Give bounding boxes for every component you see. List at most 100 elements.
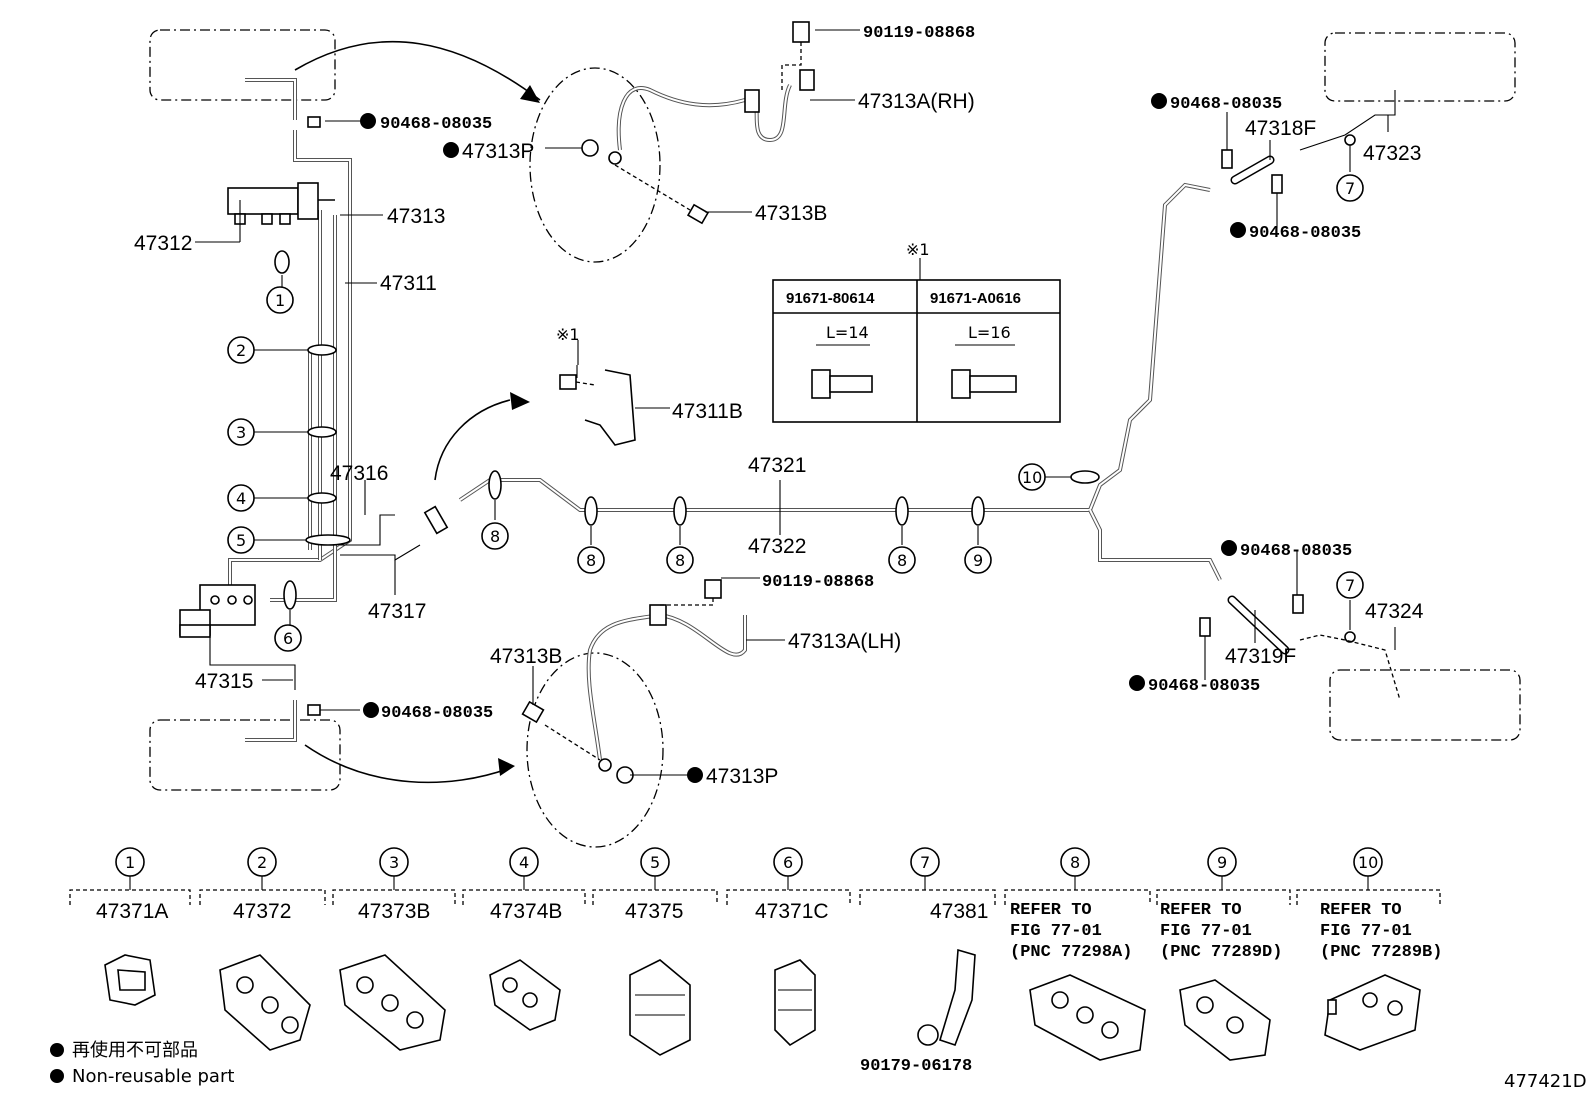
clamp-catalog: 1 2 3 4 5 6 7 8 9 10 47371A 47372 47373B… xyxy=(69,847,1442,1076)
catalog-num-4: 4 xyxy=(519,853,529,872)
label-47315: 47315 xyxy=(195,670,253,693)
catalog-num-8: 8 xyxy=(1070,853,1080,872)
catalog-pn-47374b: 47374B xyxy=(490,900,562,923)
arrow-to-rh-caliper xyxy=(294,40,541,101)
clamp-47372-icon xyxy=(219,954,311,1051)
label-90119-top: 90119-08868 xyxy=(863,24,975,43)
flex-hose-rh-line xyxy=(616,86,746,151)
label-47313b-bot: 47313B xyxy=(490,645,562,668)
catalog-num-2: 2 xyxy=(257,853,267,872)
svg-text:5: 5 xyxy=(236,531,246,550)
ref-mark-table: ※1 xyxy=(906,240,930,259)
flex-hose-lh-line xyxy=(586,612,747,761)
bleeder-bolt-lh xyxy=(704,579,722,599)
clamp-47371c-icon xyxy=(774,959,816,1047)
clamp-47381-icon xyxy=(917,948,976,1047)
catalog-pn-47381: 47381 xyxy=(930,900,988,923)
label-90468-mr2: 90468-08035 xyxy=(1148,677,1260,696)
table-col1-length: L=14 xyxy=(826,323,869,342)
table-col2-length: L=16 xyxy=(968,323,1011,342)
catalog-ref-10-l3: (PNC 77289B) xyxy=(1320,943,1442,962)
label-90468-tr1: 90468-08035 xyxy=(1170,95,1282,114)
label-47318f: 47318F xyxy=(1245,117,1316,140)
svg-text:10: 10 xyxy=(1022,468,1042,487)
figure-id: 477421D xyxy=(1504,1071,1587,1092)
bleeder-bolt-rh xyxy=(792,21,810,43)
svg-text:6: 6 xyxy=(283,629,293,648)
clamp-8c-marker xyxy=(673,496,687,526)
svg-text:1: 1 xyxy=(275,291,285,310)
clamp-4-marker xyxy=(307,492,337,504)
catalog-pn-47372: 47372 xyxy=(233,900,291,923)
svg-text:9: 9 xyxy=(973,551,983,570)
clamp-8a-marker xyxy=(488,470,502,500)
three-way-union xyxy=(423,505,449,535)
non-reusable-dot xyxy=(363,702,379,718)
catalog-pn-90179: 90179-06178 xyxy=(860,1057,972,1076)
clamp-77298a-icon xyxy=(1029,974,1146,1061)
svg-text:7: 7 xyxy=(1345,576,1355,595)
catalog-ref-9-l1: REFER TO xyxy=(1160,901,1242,920)
clamp-47374b-icon xyxy=(489,959,561,1031)
non-reusable-dot xyxy=(1151,93,1167,109)
label-90468-tl: 90468-08035 xyxy=(380,115,492,134)
clamp-77289b-icon xyxy=(1324,974,1421,1051)
ref-mark-bracket: ※1 xyxy=(556,325,580,344)
arrowhead-bracket xyxy=(510,392,530,410)
clamp-2-marker xyxy=(307,344,337,356)
table-col2-pn: 91671-A0616 xyxy=(930,290,1021,307)
label-90468-bl: 90468-08035 xyxy=(381,704,493,723)
valve-cap xyxy=(297,182,319,220)
non-reusable-dot xyxy=(443,142,459,158)
catalog-pn-47371c: 47371C xyxy=(755,900,829,923)
rear-lh-zone-box xyxy=(1329,669,1521,741)
non-reusable-dot xyxy=(1230,222,1246,238)
arrow-to-lh-caliper xyxy=(304,744,511,784)
arrowhead-rh xyxy=(520,85,540,103)
legend-dot-jp xyxy=(50,1043,64,1057)
svg-text:7: 7 xyxy=(1345,179,1355,198)
label-47313a-rh: 47313A(RH) xyxy=(858,90,975,113)
clamp-10-marker xyxy=(1070,470,1100,484)
label-47319f: 47319F xyxy=(1225,645,1296,668)
union-bolt-rh xyxy=(686,203,710,225)
label-47313p-bot: 47313P xyxy=(706,765,778,788)
clamp-1-marker xyxy=(274,250,290,274)
svg-text:4: 4 xyxy=(236,489,246,508)
rear-rh-zone-box xyxy=(1324,32,1516,102)
catalog-ref-8-l3: (PNC 77298A) xyxy=(1010,943,1132,962)
svg-text:8: 8 xyxy=(586,551,596,570)
bolt-14-icon xyxy=(829,375,873,393)
clamp-77289d-icon xyxy=(1179,979,1271,1061)
non-reusable-dot xyxy=(1129,675,1145,691)
legend-jp: 再使用不可部品 xyxy=(72,1040,198,1061)
non-reusable-dot xyxy=(1221,540,1237,556)
table-col1-pn: 91671-80614 xyxy=(786,290,875,307)
label-47313: 47313 xyxy=(387,205,445,228)
catalog-pn-47371a: 47371A xyxy=(96,900,168,923)
non-reusable-dot xyxy=(687,767,703,783)
label-90468-tr2: 90468-08035 xyxy=(1249,224,1361,243)
main-brake-pipes xyxy=(209,78,1222,742)
proportioning-valve xyxy=(227,187,299,215)
label-47316: 47316 xyxy=(330,462,388,485)
svg-text:2: 2 xyxy=(236,341,246,360)
label-47317: 47317 xyxy=(368,600,426,623)
catalog-num-3: 3 xyxy=(389,853,399,872)
catalog-ref-10-l1: REFER TO xyxy=(1320,901,1402,920)
legend-en: Non-reusable part xyxy=(72,1066,234,1087)
label-47323: 47323 xyxy=(1363,142,1421,165)
leader-lines xyxy=(195,29,1396,776)
label-47313a-lh: 47313A(LH) xyxy=(788,630,901,653)
catalog-num-5: 5 xyxy=(650,853,660,872)
label-47322: 47322 xyxy=(748,535,806,558)
clamp-8b-marker xyxy=(584,496,598,526)
label-47311: 47311 xyxy=(380,272,437,295)
catalog-num-10: 10 xyxy=(1358,853,1378,872)
clamp-3-marker xyxy=(307,426,337,438)
rh-caliper-zone xyxy=(529,67,661,263)
catalog-ref-8-l2: FIG 77-01 xyxy=(1010,922,1102,941)
union-bolt-lh xyxy=(521,700,545,724)
non-reusable-dot xyxy=(360,113,376,129)
